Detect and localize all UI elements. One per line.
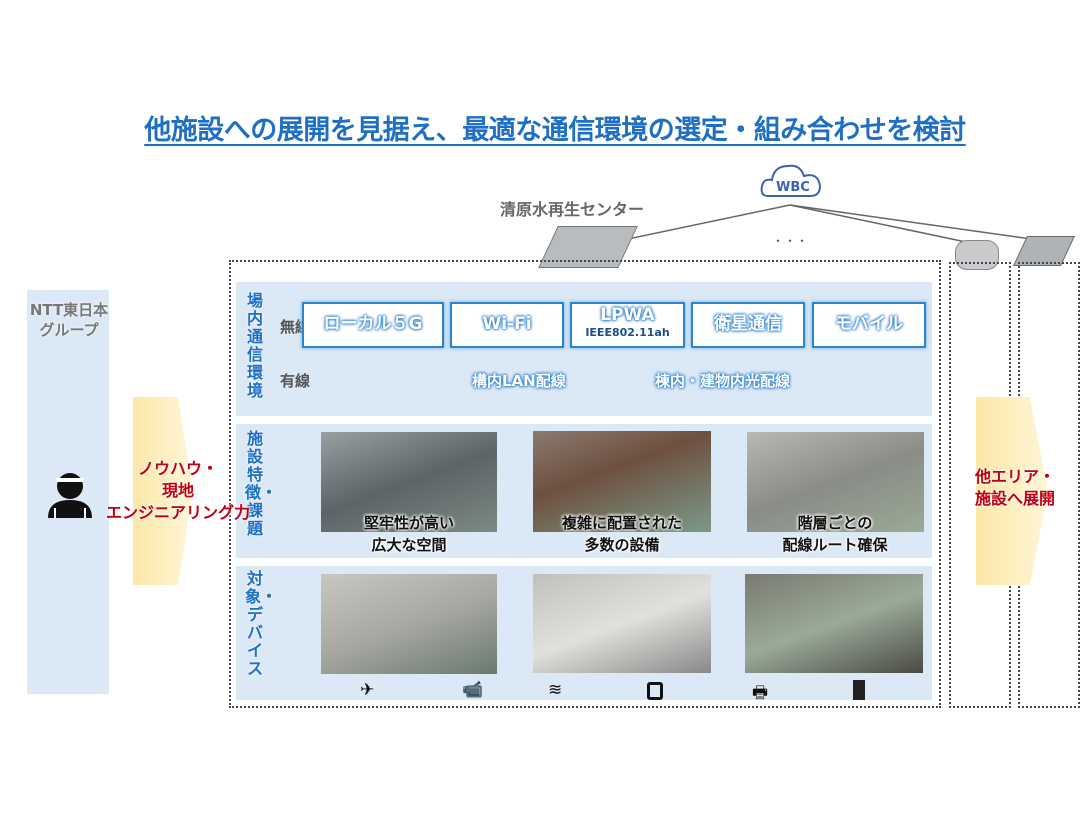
- feature-caption: 堅牢性が高い 広大な空間: [363, 514, 454, 554]
- option-satellite: 衛星通信: [691, 302, 805, 348]
- page-title: 他施設への展開を見据え、最適な通信環境の選定・組み合わせを検討: [144, 115, 966, 146]
- device-photo: [533, 574, 711, 673]
- site-name: 清原水再生センター: [500, 200, 645, 219]
- lpwa-sub: IEEE802.11ah: [585, 326, 670, 339]
- feature-caption: 複雑に配置された 多数の設備: [561, 514, 682, 554]
- water-level-sensor-icon: ≋: [548, 680, 563, 700]
- worker-icon: [48, 473, 92, 518]
- option-mobile: モバイル: [812, 302, 926, 348]
- features-section-label: 施設特徴・課題: [245, 429, 278, 538]
- cloud-icon: WBC: [760, 164, 822, 197]
- gateway-device-icon: [853, 680, 865, 700]
- facility-photo: [533, 431, 711, 532]
- expansion-text: 他エリア・ 施設へ展開: [974, 467, 1055, 508]
- wired-building-fiber: 棟内・建物内光配線: [655, 372, 791, 390]
- wired-campus-lan: 構内LAN配線: [472, 372, 566, 390]
- ellipsis: ・・・: [772, 234, 809, 248]
- option-wifi: Wi-Fi: [450, 302, 564, 348]
- device-photo: [321, 574, 497, 674]
- option-local5g: ローカル５G: [302, 302, 444, 348]
- drone-icon: ✈: [360, 680, 375, 700]
- other-facility-icon: [955, 240, 999, 270]
- option-lpwa: LPWA IEEE802.11ah: [570, 302, 685, 348]
- facility-photo: [747, 432, 924, 532]
- cloud-label: WBC: [776, 180, 810, 195]
- org-label: NTT東日本 グループ: [29, 301, 109, 339]
- devices-section-label: 対象・デバイス: [245, 569, 278, 678]
- knowhow-text: ノウハウ・ 現地 エンジニアリング力: [105, 459, 250, 522]
- meter-sensor-icon: [647, 682, 663, 700]
- facility-photo: [321, 432, 497, 532]
- feature-caption: 階層ごとの 配線ルート確保: [782, 514, 888, 554]
- site-frame: [229, 260, 941, 708]
- camera-icon: 📹: [462, 680, 484, 700]
- network-section-label: 場内通信環境: [246, 291, 263, 400]
- wired-label: 有線: [280, 372, 311, 390]
- robot-terminal-icon: 🖶: [752, 683, 769, 703]
- lpwa-label: LPWA: [600, 305, 655, 325]
- device-photo: [745, 574, 923, 673]
